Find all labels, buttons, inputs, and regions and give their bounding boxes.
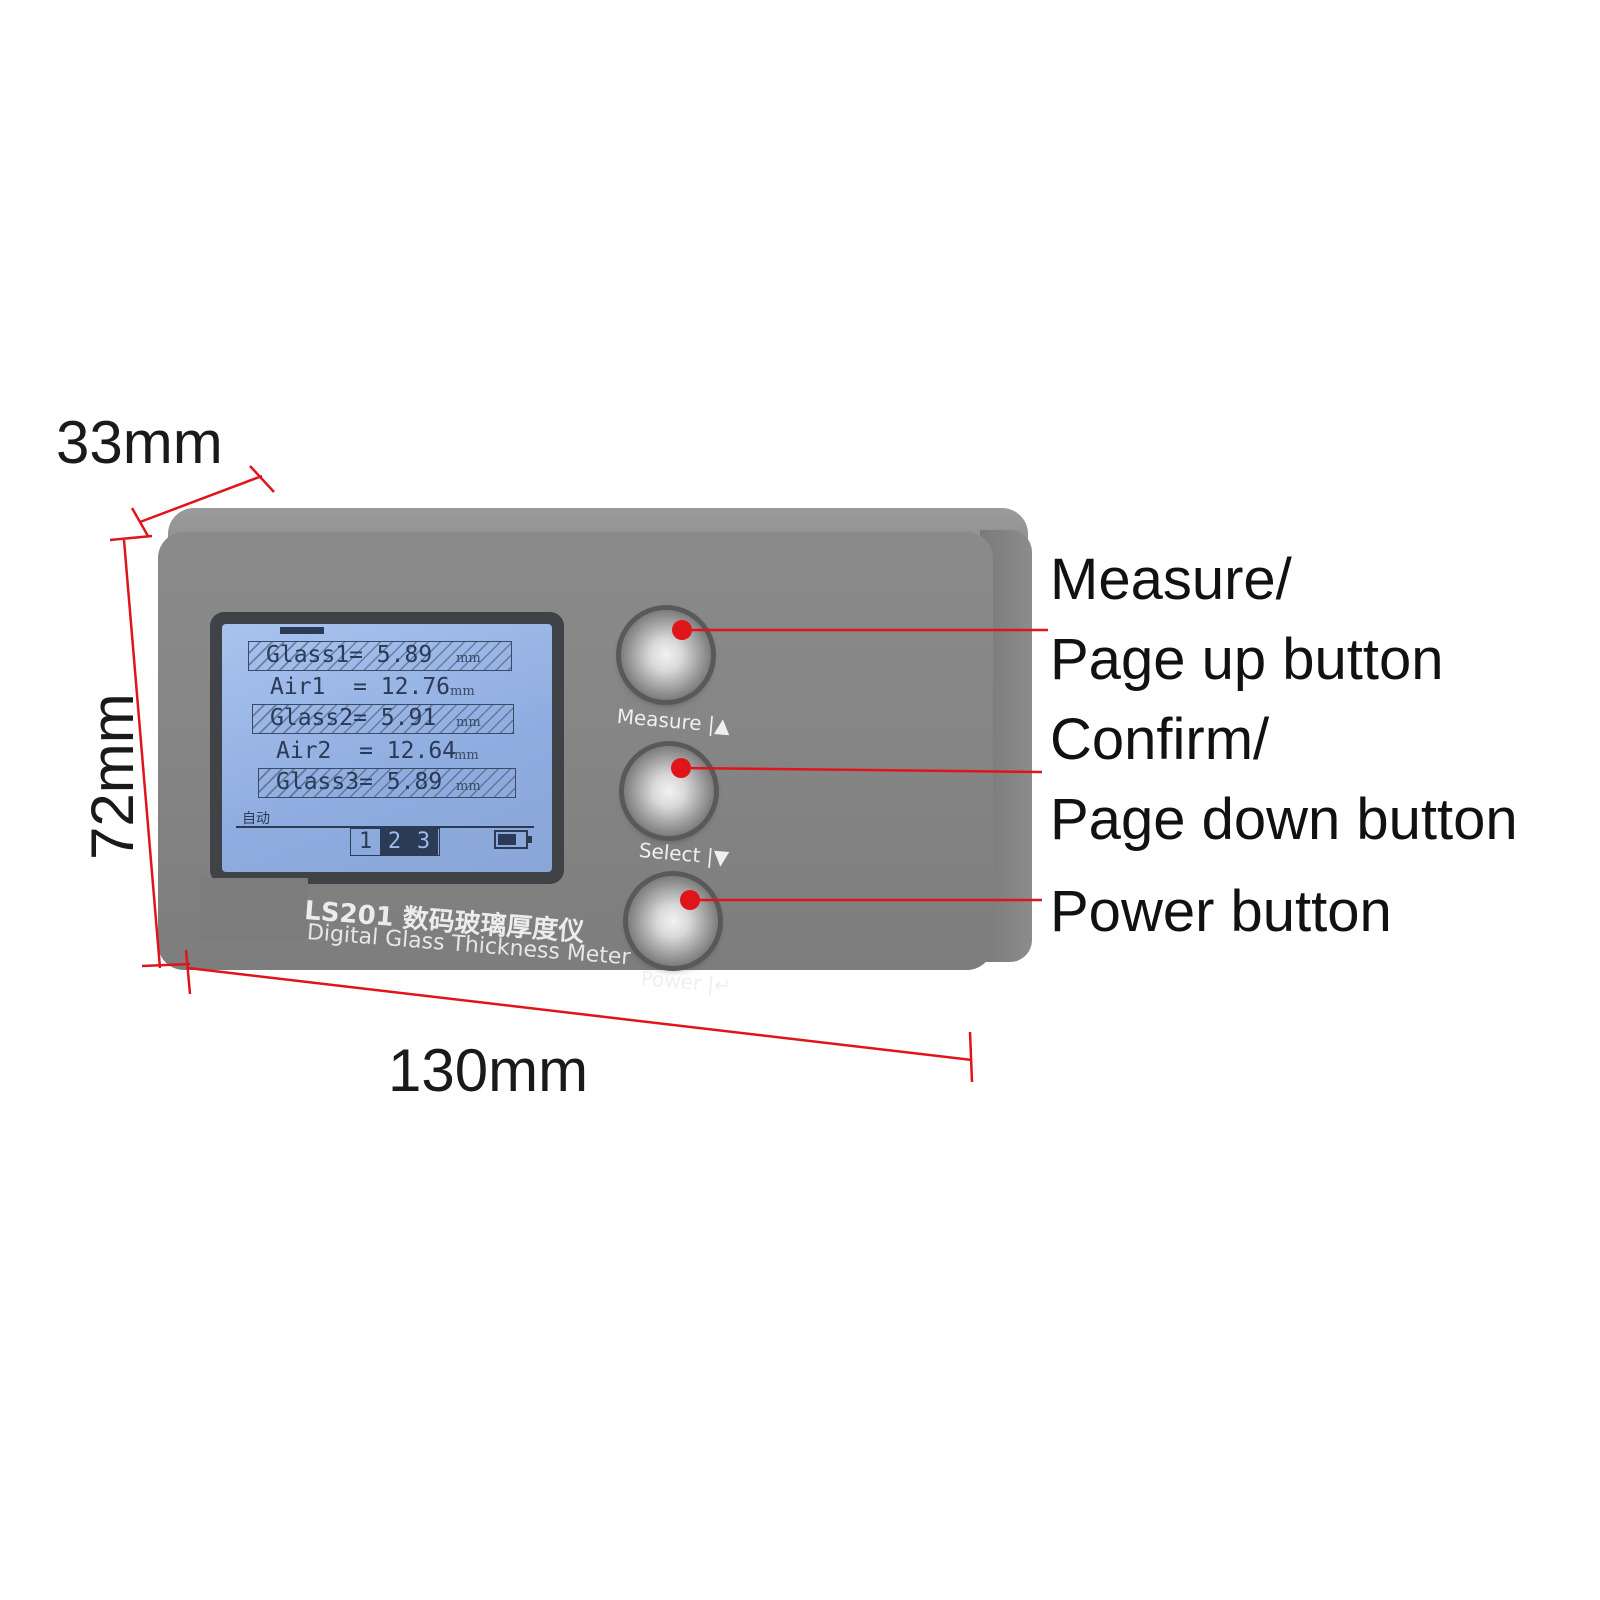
page-2: 2: [380, 829, 409, 855]
row-unit: mm: [456, 715, 481, 730]
measure-callout: Measure/ Page up button: [1050, 540, 1443, 700]
row-unit: mm: [454, 748, 479, 763]
depth-tick-left: [130, 507, 150, 537]
depth-dimension-line: [139, 474, 263, 524]
confirm-callout-line1: Confirm/: [1050, 707, 1270, 772]
lcd-divider: [236, 826, 534, 828]
width-tick-left: [184, 949, 192, 995]
row-value: 5.89: [386, 769, 443, 795]
brand-logo-area: [200, 878, 308, 938]
confirm-marker-dot: [671, 758, 691, 778]
row-value: 12.64: [386, 738, 457, 764]
power-button[interactable]: [628, 876, 718, 966]
confirm-callout: Confirm/ Page down button: [1050, 700, 1518, 860]
lcd-row-box-glass2: [252, 704, 514, 734]
measure-marker-dot: [672, 620, 692, 640]
row-label: Glass3: [276, 769, 360, 795]
width-tick-right: [968, 1031, 974, 1083]
row-label: Air1: [270, 674, 326, 700]
battery-icon: [494, 830, 532, 849]
lcd-row-glass3: Glass3= 5.89: [276, 769, 443, 795]
lcd-page-indicator: 1 2 3: [350, 828, 440, 856]
row-label: Glass2: [270, 705, 354, 731]
lcd-row-air2: Air2 = 12.64: [276, 738, 457, 764]
power-marker-dot: [680, 890, 700, 910]
confirm-leader-line: [681, 766, 1043, 774]
page-3: 3: [409, 829, 438, 855]
row-unit: mm: [456, 779, 481, 794]
confirm-callout-line2: Page down button: [1050, 787, 1518, 852]
width-dimension-label: 130mm: [388, 1037, 589, 1104]
measure-callout-line1: Measure/: [1050, 547, 1292, 612]
width-dimension-line: [187, 966, 973, 1062]
row-unit: mm: [456, 651, 481, 666]
lcd-row-box-glass1: [248, 641, 512, 671]
row-label: Glass1: [266, 642, 350, 668]
row-value: 12.76: [380, 674, 451, 700]
lcd-row-box-glass3: [258, 768, 516, 798]
lcd-row-air1: Air1 = 12.76: [270, 674, 451, 700]
height-tick-top: [109, 534, 153, 542]
height-tick-bottom: [141, 962, 191, 968]
height-dimension-label: 72mm: [79, 693, 146, 860]
lcd-row-glass2: Glass2= 5.91: [270, 705, 437, 731]
lcd-mode-text: 自动: [242, 811, 270, 827]
lcd-row-glass1: Glass1= 5.89: [266, 642, 433, 668]
row-label: Air2: [276, 738, 332, 764]
lcd-top-indicator: [280, 627, 324, 634]
select-button[interactable]: [624, 746, 714, 836]
height-dimension-line: [122, 539, 162, 969]
depth-dimension-label: 33mm: [56, 409, 223, 476]
page-1: 1: [358, 829, 373, 854]
row-value: 5.91: [380, 705, 437, 731]
measure-button[interactable]: [621, 610, 711, 700]
power-callout: Power button: [1050, 879, 1392, 944]
row-unit: mm: [450, 684, 475, 699]
depth-tick-right: [249, 465, 275, 493]
measure-callout-line2: Page up button: [1050, 627, 1444, 692]
row-value: 5.89: [376, 642, 433, 668]
